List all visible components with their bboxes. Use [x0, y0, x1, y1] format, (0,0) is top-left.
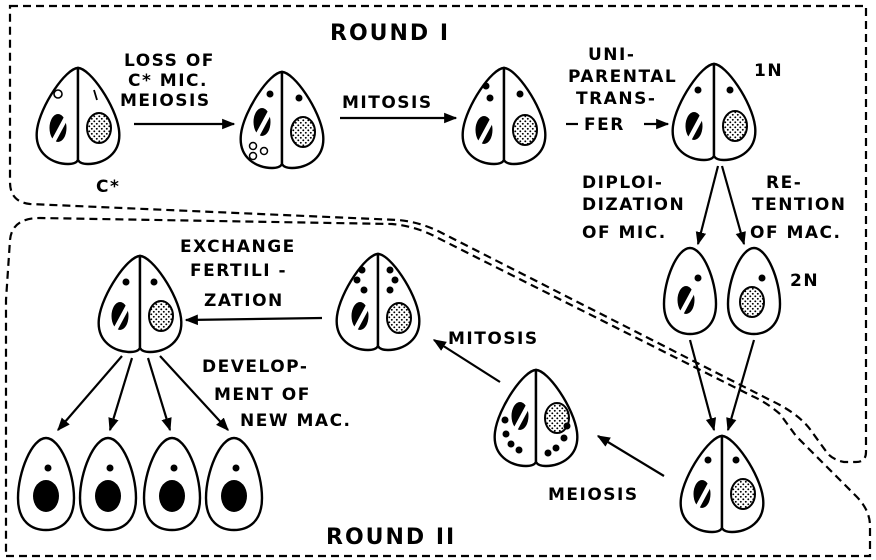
pair-mitosis-round-two	[337, 254, 420, 350]
label-2n: 2N	[790, 271, 819, 291]
label-loss-line1: LOSS OF	[124, 51, 215, 71]
pair-1n	[673, 64, 756, 160]
label-exchange-line1: EXCHANGE	[180, 237, 296, 257]
label-mitosis-top: MITOSIS	[342, 93, 433, 113]
round-two-title: ROUND II	[326, 525, 456, 550]
new-cell-1	[18, 438, 74, 530]
cell-2n-left	[664, 248, 716, 334]
label-mitosis-bottom: MITOSIS	[448, 329, 539, 349]
arrow-new-cell-2	[110, 358, 132, 430]
pair-meiosis-round-two	[495, 370, 578, 466]
arrow-retention	[722, 166, 744, 244]
label-exchange-line2: FERTILI -	[190, 261, 287, 281]
arrow-exchange	[186, 318, 322, 320]
pair-c-star	[37, 68, 120, 164]
round-one-title: ROUND I	[330, 21, 450, 46]
pair-mitosis-round-one	[463, 68, 546, 164]
cell-2n-right	[728, 248, 780, 334]
arrow-2n-left-merge	[690, 340, 714, 430]
new-cell-3	[144, 438, 200, 530]
label-retention-line1: RE-	[766, 173, 802, 193]
label-diploid-line1: DIPLOI-	[582, 173, 663, 193]
new-cell-2	[80, 438, 136, 530]
label-uni-line1: UNI-	[588, 45, 635, 65]
label-1n: 1N	[754, 61, 783, 81]
arrow-meiosis-round-two	[598, 436, 664, 476]
label-uni-line2: PARENTAL	[568, 67, 677, 87]
arrow-new-cell-3	[148, 358, 170, 430]
label-c-star: C*	[96, 177, 120, 197]
label-develop-line1: DEVELOP-	[202, 357, 308, 377]
label-retention-line3: OF MAC.	[750, 223, 842, 243]
label-exchange-line3: ZATION	[204, 291, 284, 311]
label-meiosis-bottom: MEIOSIS	[548, 485, 639, 505]
label-uni-line4: FER	[584, 115, 625, 135]
label-develop-line3: NEW MAC.	[240, 411, 352, 431]
pair-meiosis	[241, 72, 324, 168]
label-loss-line2: C* MIC.	[128, 71, 208, 91]
pair-round-two-start	[681, 436, 764, 532]
pair-exchange	[99, 256, 182, 352]
label-uni-line3: TRANS-	[576, 89, 656, 109]
label-diploid-line2: DIZATION	[582, 195, 685, 215]
arrow-diploidization	[698, 166, 718, 244]
label-loss-line3: MEIOSIS	[120, 91, 211, 111]
label-diploid-line3: OF MIC.	[582, 223, 667, 243]
new-cell-4	[206, 438, 262, 530]
label-retention-line2: TENTION	[752, 195, 847, 215]
label-develop-line2: MENT OF	[214, 385, 311, 405]
